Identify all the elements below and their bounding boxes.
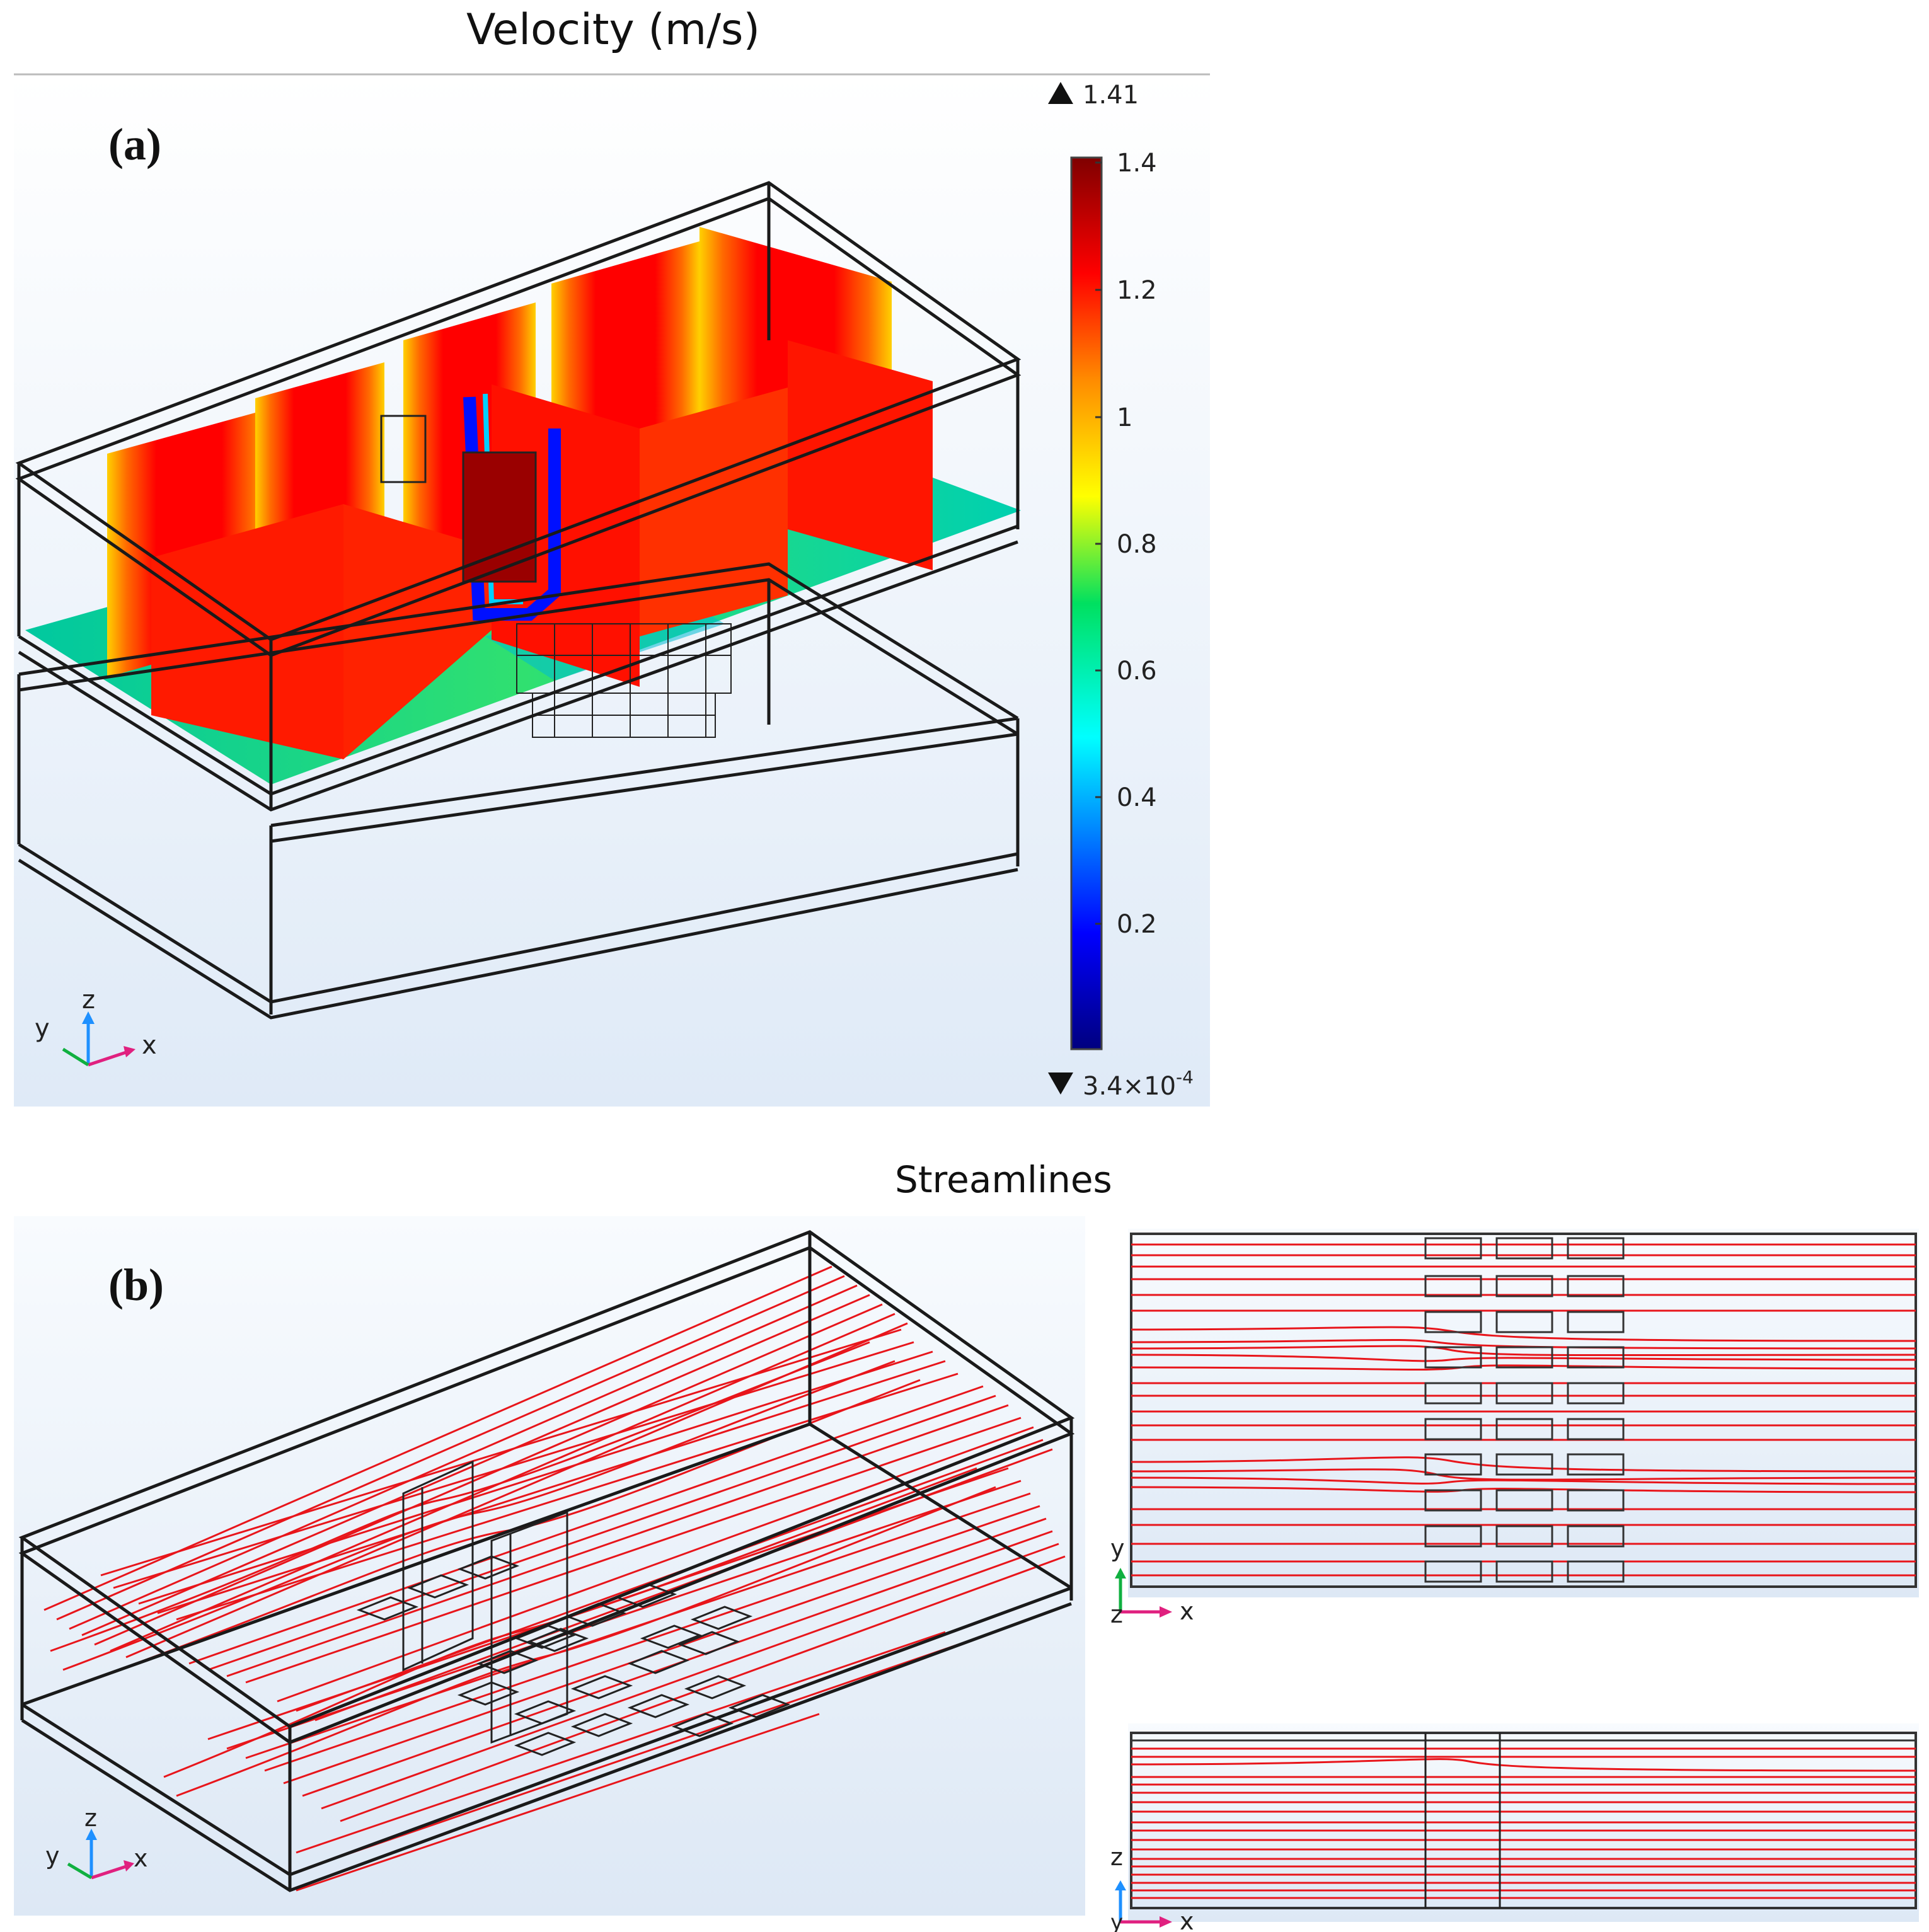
colorbar-tick-label: 0.8	[1117, 530, 1157, 559]
colorbar-tick-label: 1.4	[1117, 149, 1157, 178]
svg-text:y: y	[45, 1842, 60, 1870]
panel-a: 1.4 1.2 1 0.8 0.6 0.4 0.2 1.41 3.4×10-4 …	[14, 73, 1210, 1107]
velocity-front-slice-1	[151, 504, 343, 759]
svg-text:z: z	[84, 1804, 97, 1832]
min-value-label: 3.4×10-4	[1083, 1067, 1194, 1101]
panel-b-background	[14, 1216, 1085, 1916]
min-triangle-icon	[1048, 1072, 1073, 1095]
colorbar-tick-label: 0.4	[1117, 783, 1157, 812]
svg-text:y: y	[1110, 1534, 1125, 1562]
colorbar-tick-label: 1.2	[1117, 276, 1157, 305]
panel-b-3d: z y x	[14, 1216, 1085, 1916]
axis-triad-side-view: z y x	[1110, 1843, 1194, 1932]
panel-b-side-view: z y x	[1110, 1723, 1919, 1932]
svg-text:x: x	[134, 1844, 148, 1872]
panel-a-title: Velocity (m/s)	[466, 5, 761, 55]
svg-text:z: z	[1110, 1601, 1123, 1628]
streamlines-side-view	[1131, 1747, 1916, 1899]
svg-text:z: z	[82, 986, 95, 1015]
lower-channel-wireframe	[17, 562, 1020, 1020]
velocity-front-slice-5	[788, 340, 933, 570]
top-view-background	[1128, 1229, 1919, 1597]
svg-text:x: x	[1180, 1597, 1194, 1625]
svg-text:x: x	[1180, 1907, 1194, 1932]
colorbar-ticks	[1095, 161, 1102, 925]
pillar-array-top-view	[1424, 1237, 1625, 1583]
top-view-frame	[1130, 1233, 1917, 1588]
panel-b-top-view: y z x	[1110, 1229, 1919, 1628]
streamlines-3d	[43, 1265, 1066, 1892]
max-value-label: 1.41	[1083, 81, 1139, 110]
pillar-back	[380, 415, 427, 483]
velocity-front-slice-4	[640, 388, 788, 636]
panel-a-label: (a)	[108, 119, 161, 170]
colorbar-tick-label: 0.6	[1117, 657, 1157, 686]
svg-text:y: y	[35, 1014, 50, 1043]
colorbar-tick-label: 0.2	[1117, 910, 1157, 939]
streamlines-top-view	[1131, 1243, 1916, 1577]
panel-b-title: Streamlines	[895, 1158, 1112, 1201]
axis-triad-b: z y x	[45, 1804, 148, 1880]
pillar-array-3d	[356, 1555, 791, 1756]
panel-b-label: (b)	[108, 1260, 164, 1310]
max-triangle-icon	[1048, 82, 1073, 104]
colorbar	[1070, 156, 1103, 1050]
colorbar-tick-label: 1	[1117, 403, 1132, 432]
axis-triad-a: z y x	[35, 986, 157, 1067]
svg-text:z: z	[1110, 1843, 1123, 1871]
svg-text:y: y	[1110, 1910, 1123, 1932]
channel-wireframe-3d	[18, 1230, 1075, 1892]
axis-triad-top-view: y z x	[1110, 1534, 1194, 1628]
svg-text:x: x	[142, 1031, 157, 1060]
side-view-frame	[1130, 1732, 1917, 1909]
